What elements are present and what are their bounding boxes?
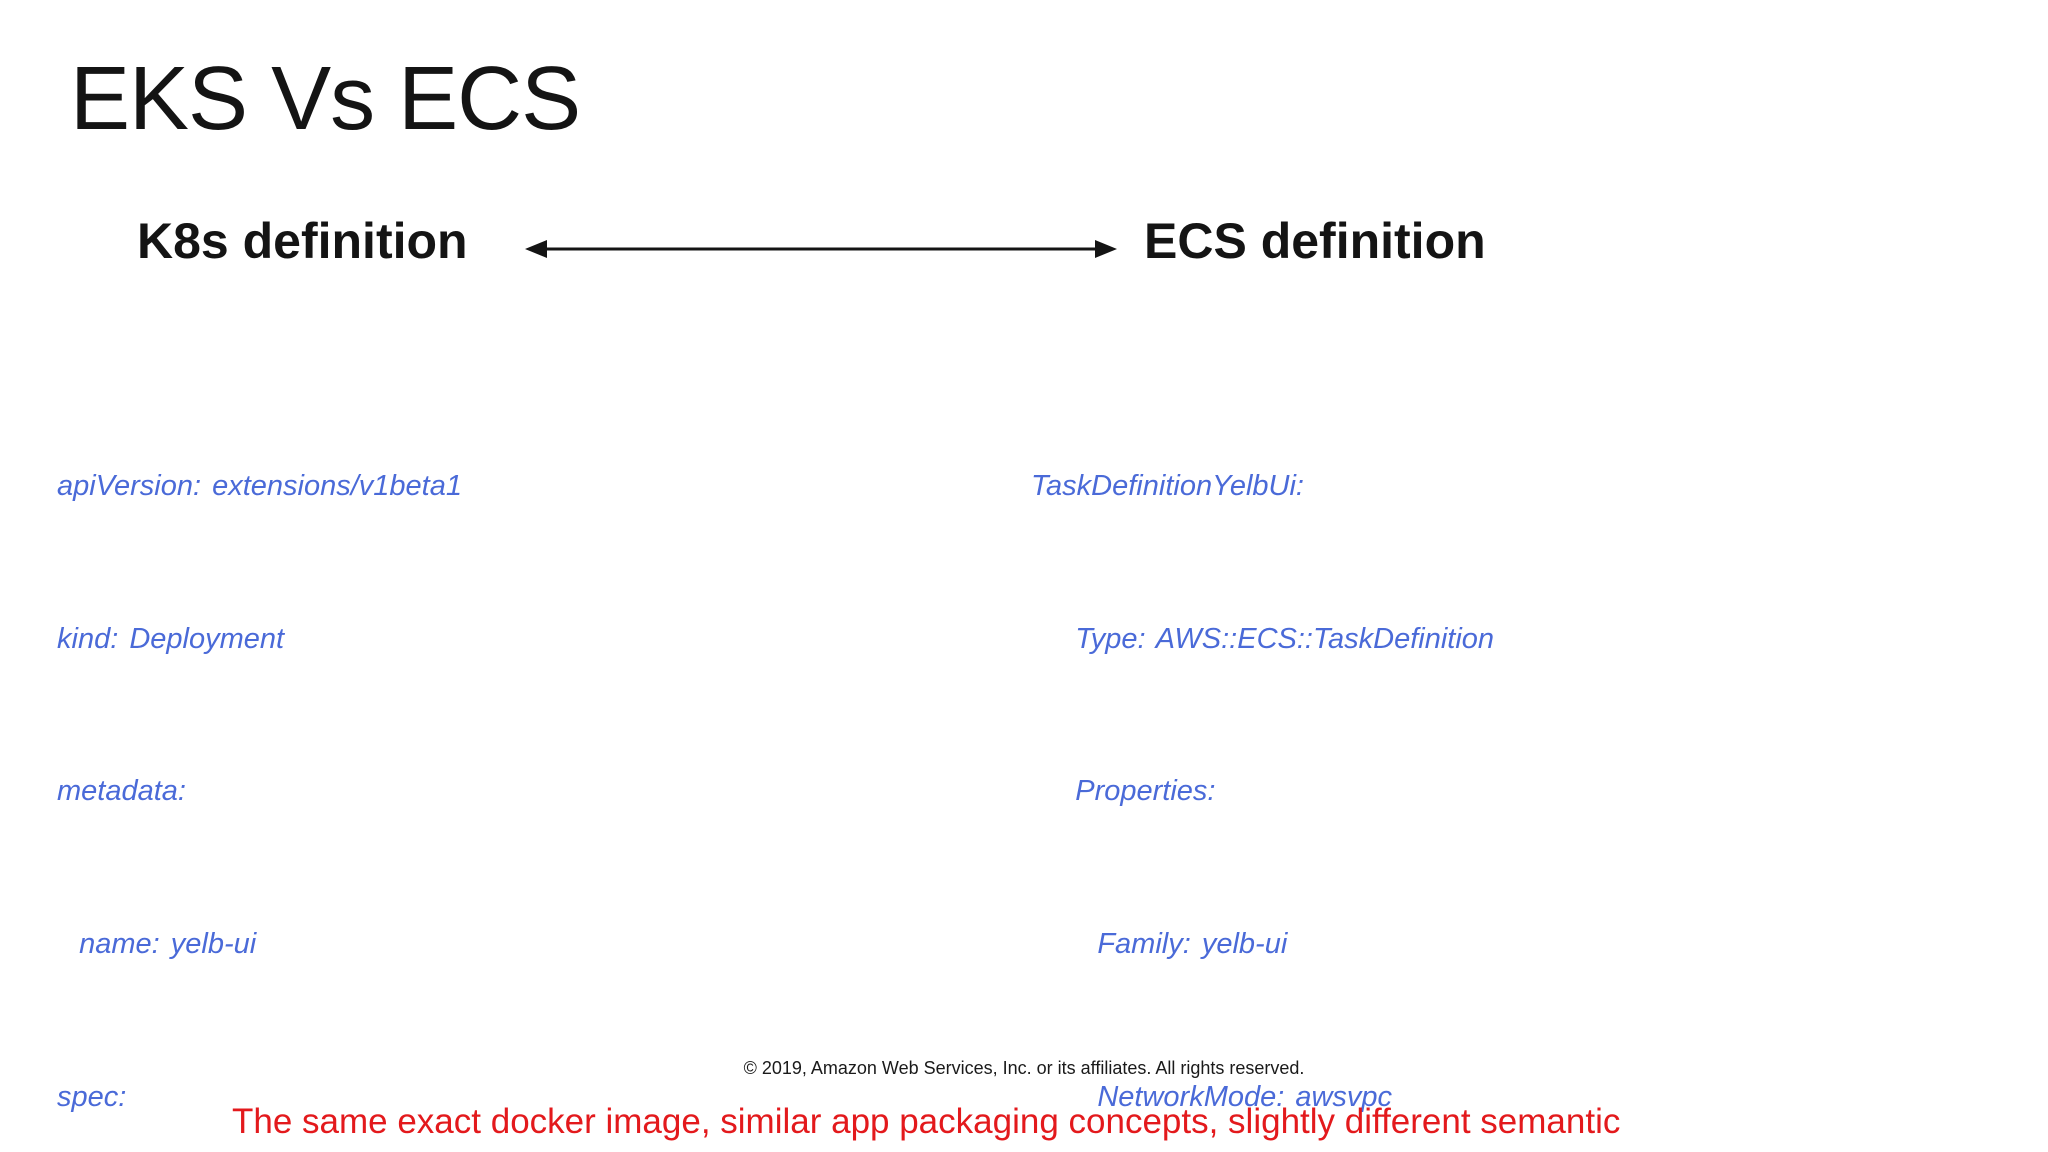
page-title: EKS Vs ECS <box>70 49 581 149</box>
copyright-footer: © 2019, Amazon Web Services, Inc. or its… <box>743 1058 1305 1078</box>
double-arrow-icon <box>525 240 1117 258</box>
bottom-note: The same exact docker image, similar app… <box>232 1102 1621 1141</box>
code-line: Properties: <box>1031 775 1216 808</box>
code-line: name: yelb-ui <box>57 928 257 961</box>
ecs-code-block: TaskDefinitionYelbUi: Type: AWS::ECS::Ta… <box>1031 314 1787 1152</box>
code-line: NetworkMode: awsvpc <box>1031 1081 1393 1114</box>
k8s-definition-header: K8s definition <box>137 213 468 269</box>
code-line: spec: <box>57 1081 127 1114</box>
k8s-code-block: apiVersion: extensions/v1beta1 kind: Dep… <box>57 314 530 1152</box>
code-line: apiVersion: extensions/v1beta1 <box>57 469 462 502</box>
code-line: metadata: <box>57 775 186 808</box>
code-line: Family: yelb-ui <box>1031 928 1288 961</box>
code-line: kind: Deployment <box>57 622 285 655</box>
code-line: TaskDefinitionYelbUi: <box>1031 469 1304 502</box>
ecs-definition-header: ECS definition <box>1144 213 1486 269</box>
code-line: Type: AWS::ECS::TaskDefinition <box>1031 622 1495 655</box>
